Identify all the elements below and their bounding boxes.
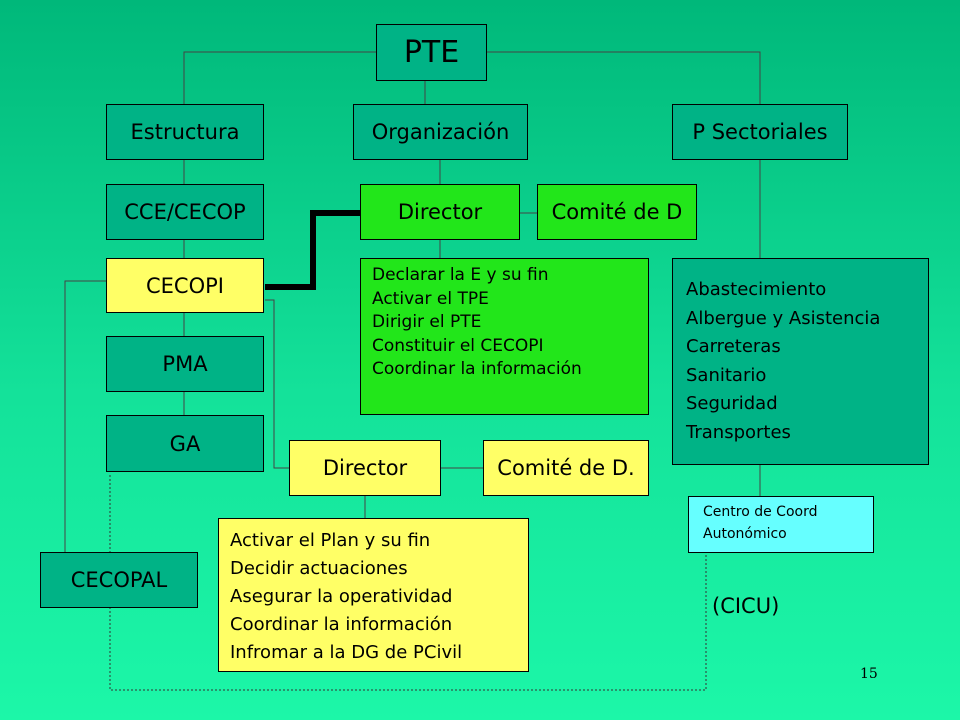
- sector-item: Carreteras: [686, 336, 781, 357]
- cecopi-box: CECOPI: [106, 258, 264, 313]
- pma-box: PMA: [106, 336, 264, 392]
- task-item: Declarar la E y su fin: [372, 265, 549, 285]
- sectoriales-list: Abastecimiento Albergue y Asistencia Car…: [672, 258, 929, 465]
- task-item: Asegurar la operatividad: [230, 586, 453, 607]
- director-top-tasks: Declarar la E y su fin Activar el TPE Di…: [360, 258, 649, 415]
- director-bottom-tasks: Activar el Plan y su fin Decidir actuaci…: [218, 518, 529, 672]
- task-item: Infromar a la DG de PCivil: [230, 642, 463, 663]
- sector-item: Transportes: [686, 421, 791, 443]
- pte-box: PTE: [376, 24, 487, 81]
- p-sectoriales-box: P Sectoriales: [672, 104, 848, 160]
- task-item: Coordinar la información: [230, 614, 453, 635]
- cecopal-box: CECOPAL: [40, 552, 198, 608]
- task-item: Dirigir el PTE: [372, 312, 482, 332]
- cicu-label: (CICU): [712, 594, 780, 618]
- sector-item: Seguridad: [686, 393, 778, 414]
- task-item: Activar el TPE: [372, 288, 489, 309]
- sector-item: Sanitario: [686, 364, 767, 386]
- sector-item: Abastecimiento: [686, 279, 827, 300]
- estructura-box: Estructura: [106, 104, 264, 160]
- centro-line: Autonómico: [703, 526, 787, 542]
- centro-line: Centro de Coord: [703, 504, 818, 520]
- centro-coord-box: Centro de Coord Autonómico: [688, 496, 874, 553]
- comite-top-box: Comité de D: [537, 184, 697, 240]
- sector-item: Albergue y Asistencia: [686, 307, 881, 329]
- director-bottom-box: Director: [289, 440, 441, 496]
- comite-bottom-box: Comité de D.: [483, 440, 649, 496]
- ga-box: GA: [106, 415, 264, 472]
- task-item: Activar el Plan y su fin: [230, 530, 431, 551]
- director-top-box: Director: [360, 184, 520, 240]
- cce-cecop-box: CCE/CECOP: [106, 184, 264, 240]
- task-item: Constituir el CECOPI: [372, 335, 544, 356]
- task-item: Coordinar la información: [372, 359, 582, 379]
- organizacion-box: Organización: [353, 104, 528, 160]
- page-number: 15: [860, 666, 878, 682]
- task-item: Decidir actuaciones: [230, 558, 408, 579]
